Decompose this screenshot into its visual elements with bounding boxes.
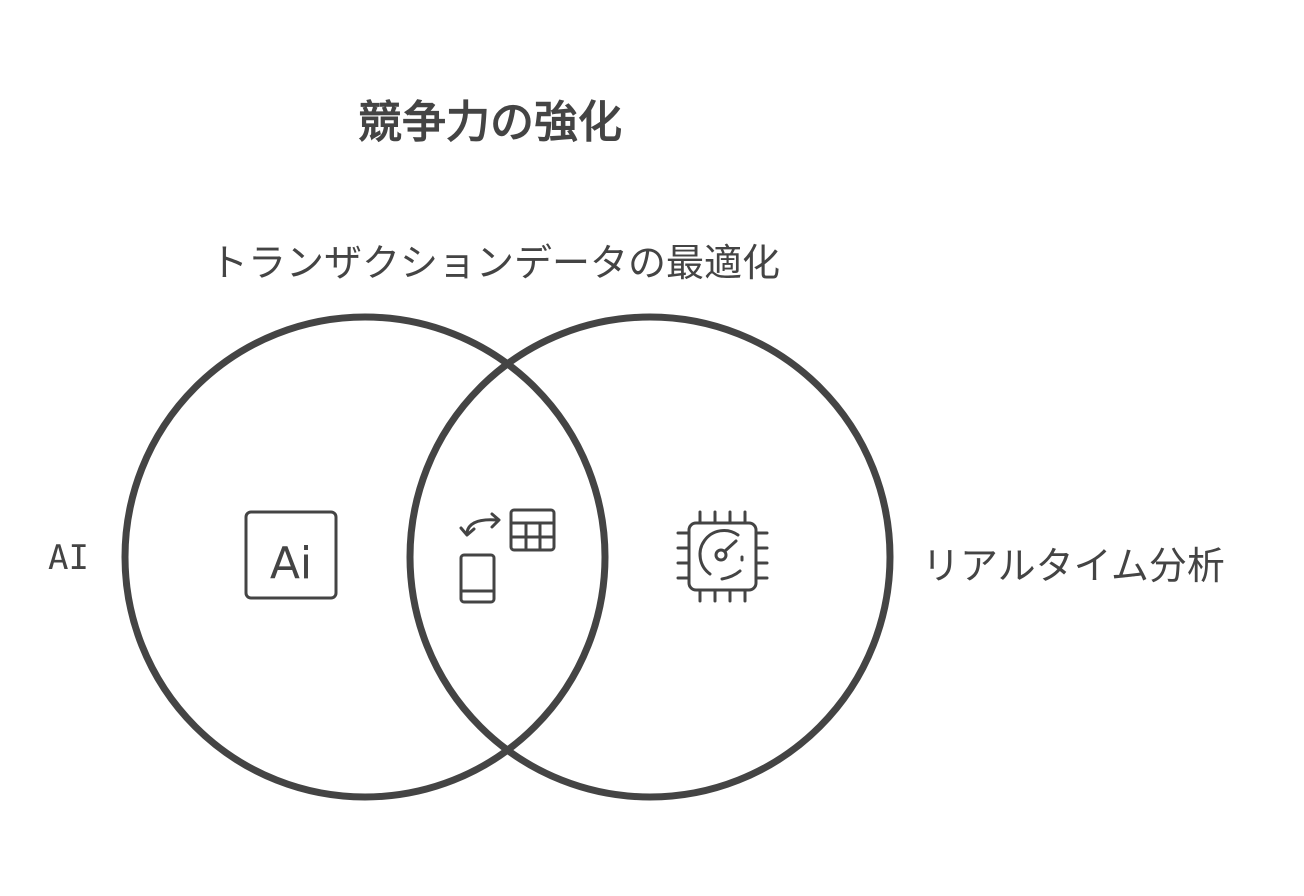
diagram-title: 競争力の強化 (358, 97, 622, 148)
right-circle-label: リアルタイム分析 (922, 544, 1225, 588)
phone-table-sync-icon (459, 508, 556, 604)
left-circle (121, 313, 609, 801)
chip-gauge-icon (676, 510, 769, 603)
ai-logo-icon: Ai (244, 510, 338, 600)
intersection-label: トランザクションデータの最適化 (210, 241, 781, 285)
left-circle-label: AI (48, 538, 89, 578)
svg-text:Ai: Ai (270, 538, 312, 589)
right-circle (406, 313, 894, 801)
